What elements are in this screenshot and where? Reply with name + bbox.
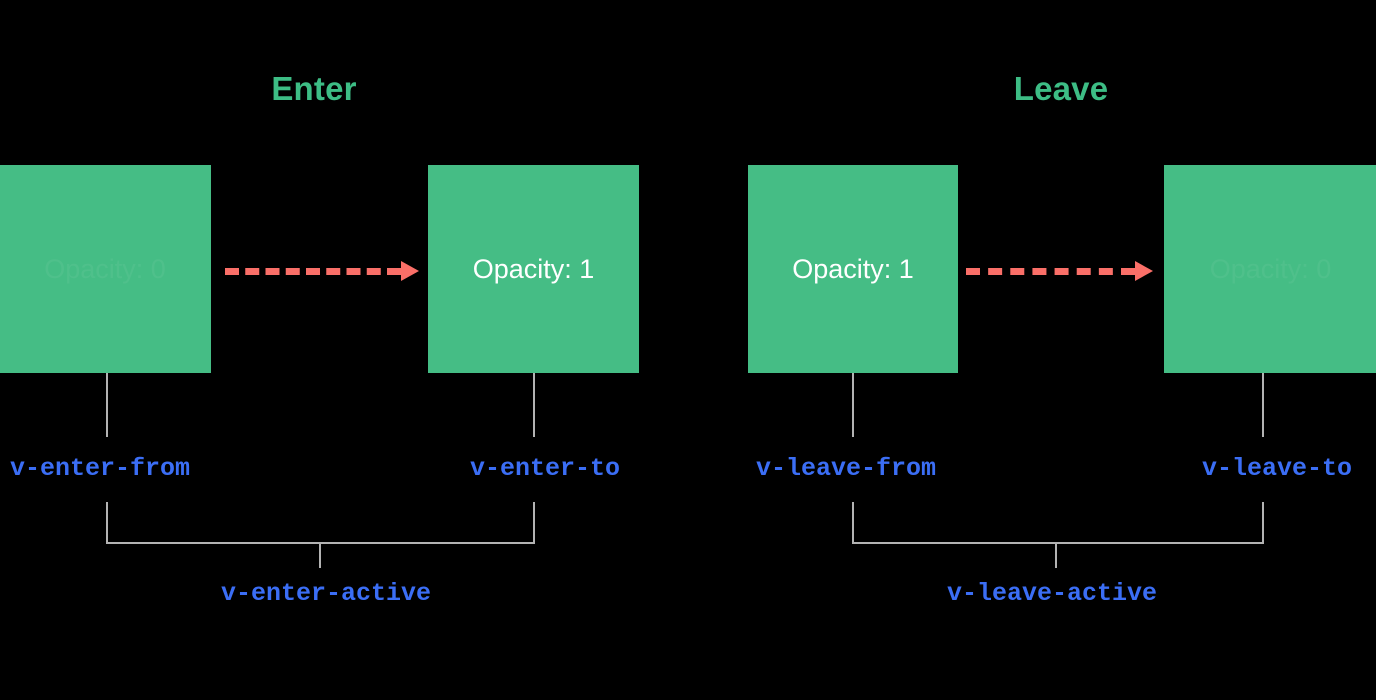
enter-from-state-box: Opacity: 0 (0, 165, 211, 373)
leave-bracket-right-arm (1262, 502, 1264, 544)
enter-from-opacity-label: Opacity: 0 (44, 253, 166, 284)
v-enter-to-label: v-enter-to (469, 454, 620, 483)
leave-to-opacity-label: Opacity: 0 (1209, 253, 1332, 284)
enter-bracket-left-arm (106, 502, 108, 544)
enter-to-stem-line (533, 373, 535, 437)
enter-to-opacity-label: Opacity: 1 (472, 253, 595, 284)
leave-from-state-box: Opacity: 1 (748, 165, 958, 373)
leave-phase-title: Leave (1013, 70, 1109, 107)
v-leave-active-label: v-leave-active (946, 579, 1158, 608)
enter-transition-arrow-icon (225, 261, 419, 281)
leave-from-opacity-label: Opacity: 1 (792, 253, 914, 284)
enter-to-state-box: Opacity: 1 (428, 165, 639, 373)
enter-bracket-stem (319, 544, 321, 568)
v-leave-from-label: v-leave-from (756, 454, 937, 483)
leave-bracket-stem (1055, 544, 1057, 568)
leave-bracket-base (852, 542, 1264, 544)
enter-from-stem-line (106, 373, 108, 437)
enter-bracket-right-arm (533, 502, 535, 544)
leave-transition-arrow-icon (966, 261, 1153, 281)
v-enter-from-label: v-enter-from (10, 454, 191, 483)
leave-bracket-left-arm (852, 502, 854, 544)
leave-from-stem-line (852, 373, 854, 437)
v-enter-active-label: v-enter-active (220, 579, 432, 608)
leave-to-stem-line (1262, 373, 1264, 437)
leave-to-state-box: Opacity: 0 (1164, 165, 1376, 373)
enter-bracket-base (106, 542, 535, 544)
enter-phase-title: Enter (271, 70, 357, 107)
v-leave-to-label: v-leave-to (1201, 454, 1352, 483)
